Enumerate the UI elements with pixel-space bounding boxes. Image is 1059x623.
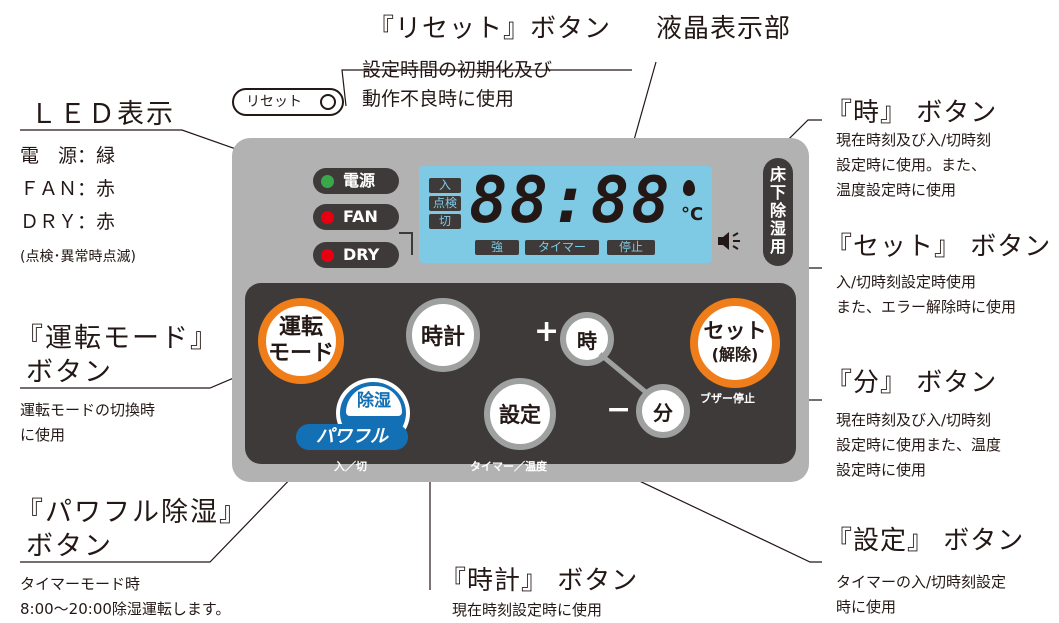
minute-title: 『分』 ボタン [826, 368, 998, 398]
hour-button-label: 時 [577, 328, 597, 353]
reset-button-label: リセット [246, 94, 302, 110]
mode-button[interactable]: 運転 モード [258, 298, 344, 384]
vlabel-char-4: 湿 [769, 219, 786, 238]
set-title: 『セット』 ボタン [826, 232, 1052, 262]
powerful-desc-2: 8:00～20:00除湿運転します。 [20, 600, 231, 618]
led-note: (点検･異常時点滅) [20, 249, 136, 265]
reset-desc-2: 動作不良時に使用 [362, 88, 515, 110]
vlabel-char-3: 除 [769, 201, 786, 220]
hour-minute-connector [598, 352, 650, 396]
lcd-tag-on: 入 [429, 178, 461, 193]
lcd-tag-strong: 強 [475, 240, 519, 255]
water-drop-icon [683, 180, 695, 196]
reset-desc-1: 設定時間の初期化及び [362, 59, 553, 81]
mode-desc-2: に使用 [20, 426, 66, 444]
set-desc-2: また、エラー解除時に使用 [836, 298, 1017, 316]
mode-title-1: 『運転モード』 [16, 323, 219, 354]
clock-desc: 現在時刻設定時に使用 [452, 601, 603, 619]
setting-title: 『設定』 ボタン [826, 526, 1025, 556]
led-fan: FAN [313, 204, 399, 230]
setting-desc-2: 時に使用 [836, 598, 897, 616]
vlabel-char-2: 下 [769, 183, 786, 202]
powerful-title-2: ボタン [26, 531, 113, 562]
reset-title: 『リセット』ボタン [368, 14, 612, 44]
vlabel-char-5: 用 [769, 237, 786, 256]
lcd-unit: °C [681, 204, 704, 225]
mode-button-label-2: モード [267, 341, 334, 366]
led-power-label: 電源 [343, 171, 376, 190]
onoff-label: 入／切 [334, 460, 367, 473]
led-fan-dot [321, 211, 334, 224]
clock-title: 『時計』 ボタン [440, 566, 639, 596]
vlabel-char-1: 床 [769, 165, 786, 184]
led-line-fan: ＦＡＮ：赤 [20, 178, 116, 200]
minus-sign: − [606, 392, 632, 427]
minute-button[interactable]: 分 [636, 384, 690, 438]
lcd-callout-title: 液晶表示部 [656, 14, 792, 44]
set-button-sublabel: (解除) [711, 345, 759, 364]
mode-title-2: ボタン [26, 357, 113, 388]
clock-button-label: 時計 [420, 325, 465, 350]
set-desc-1: 入/切時刻設定時使用 [836, 273, 977, 291]
hour-desc-2: 設定時に使用。また、 [836, 156, 987, 174]
leader-reset [341, 69, 632, 107]
led-line-dry: ＤＲＹ：赤 [20, 211, 116, 233]
led-dry: DRY [313, 242, 399, 268]
floor-dehumid-label: 床 下 除 湿 用 [763, 158, 793, 266]
minute-button-label: 分 [653, 400, 673, 425]
mode-button-label-1: 運転 [278, 315, 323, 340]
led-fan-label: FAN [343, 207, 378, 226]
led-power: 電源 [313, 168, 399, 194]
hour-title: 『時』 ボタン [826, 98, 998, 128]
speaker-icon [718, 232, 740, 250]
powerful-desc-1: タイマーモード時 [20, 575, 141, 593]
set-button[interactable]: セット (解除) [690, 298, 780, 388]
lcd-tag-off: 切 [429, 214, 461, 229]
lcd-tag-stop: 停止 [607, 240, 655, 255]
set-button-label: セット [703, 319, 767, 343]
reset-button[interactable]: リセット [232, 88, 344, 116]
clock-button[interactable]: 時計 [406, 298, 480, 372]
powerful-label: パワフル [296, 424, 408, 450]
hour-desc-1: 現在時刻及び入/切時刻 [836, 131, 992, 149]
lcd-tag-check: 点検 [429, 196, 461, 211]
led-power-dot [321, 175, 334, 188]
setting-button[interactable]: 設定 [484, 378, 556, 450]
led-title: ＬＥＤ表示 [30, 99, 175, 130]
led-dry-label: DRY [343, 245, 380, 264]
minute-desc-2: 設定時に使用また、温度 [836, 436, 1002, 454]
minute-desc-3: 設定時に使用 [836, 461, 927, 479]
timer-temp-label: タイマー／温度 [470, 460, 547, 473]
lcd-digits: 88:88 [469, 164, 672, 238]
plus-sign: + [534, 314, 560, 349]
led-line-power: 電 源：緑 [20, 145, 116, 167]
minute-desc-1: 現在時刻及び入/切時刻 [836, 411, 992, 429]
dehumid-label: 除湿 [346, 386, 402, 416]
reset-hole-icon [320, 94, 336, 110]
setting-button-label: 設定 [499, 403, 541, 427]
powerful-title-1: 『パワフル除湿』 [16, 497, 248, 528]
lcd-display: 入 点検 切 88:88 °C 強 タイマー 停止 [419, 164, 712, 263]
led-dry-dot [321, 249, 334, 262]
mode-desc-1: 運転モードの切換時 [20, 401, 156, 419]
hour-desc-3: 温度設定時に使用 [836, 181, 957, 199]
hour-button[interactable]: 時 [560, 312, 614, 366]
lcd-tag-timer: タイマー [525, 240, 599, 255]
led-connector [399, 232, 413, 255]
buzzer-stop-label: ブザー停止 [700, 392, 755, 405]
setting-desc-1: タイマーの入/切時刻設定 [836, 573, 1007, 591]
